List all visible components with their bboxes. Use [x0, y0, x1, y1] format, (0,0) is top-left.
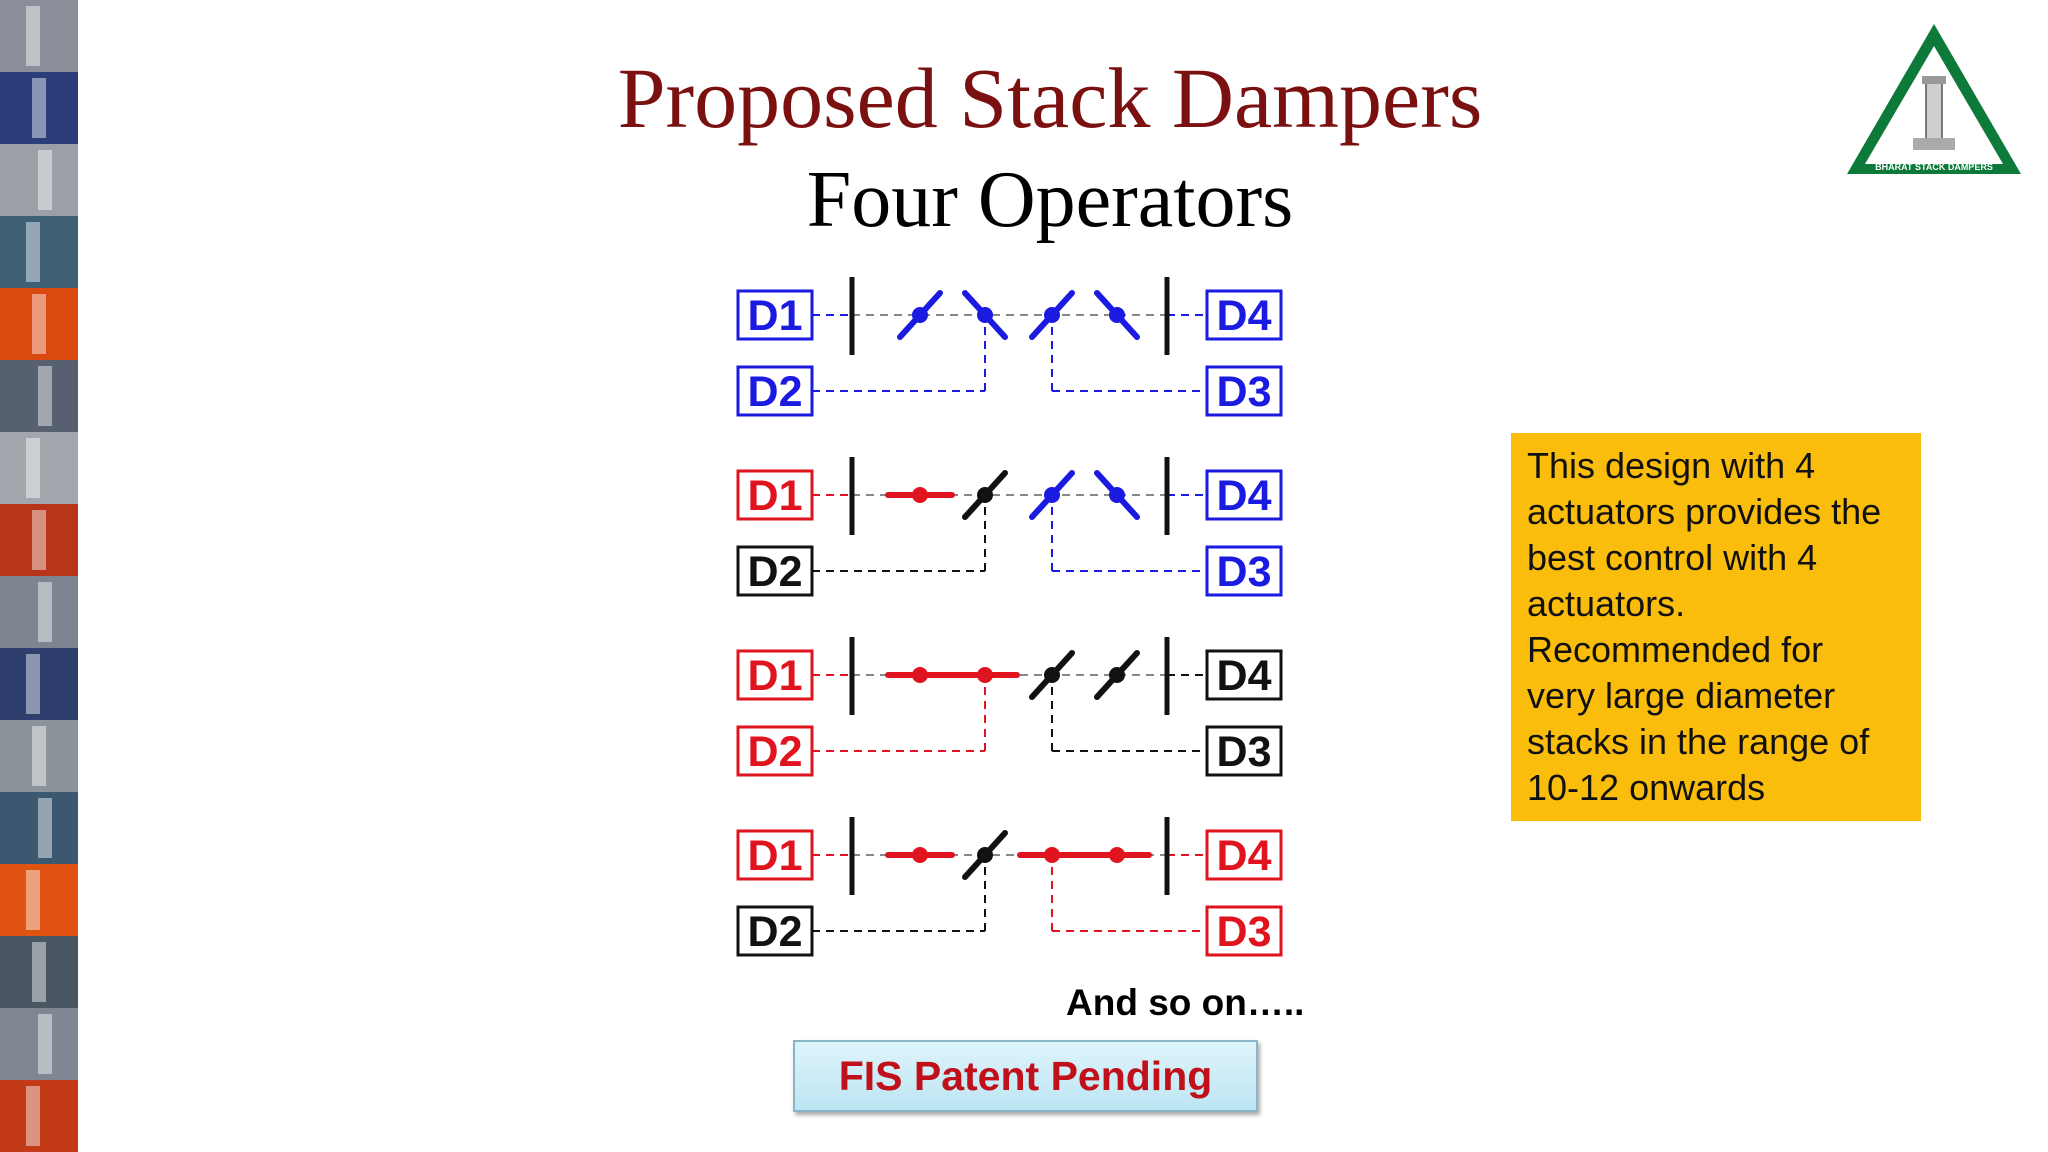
info-line: 10-12 onwards [1527, 767, 1766, 808]
label-d2: D2 [748, 728, 803, 776]
photo-tile-stack [32, 78, 46, 138]
photo-tile-stack [26, 870, 40, 930]
label-d3-box [1205, 365, 1283, 417]
slide-subtitle: Four Operators [806, 156, 1294, 244]
photo-tile [0, 360, 78, 432]
photo-tile [0, 0, 78, 72]
damper-pivot [1044, 667, 1060, 683]
photo-tile [0, 864, 78, 936]
photo-tile-stack [26, 6, 40, 66]
photo-tile-stack [32, 726, 46, 786]
damper-pivot [977, 487, 993, 503]
slide-title: Proposed Stack Dampers [617, 50, 1483, 146]
info-line: Recommended for [1527, 629, 1824, 670]
label-d3: D3 [1217, 368, 1272, 416]
photo-tile [0, 288, 78, 360]
label-d4-box [1205, 649, 1283, 701]
photo-tile [0, 648, 78, 720]
label-d1: D1 [748, 832, 803, 880]
photo-tile [0, 504, 78, 576]
logo-stack-base-icon [1913, 138, 1955, 150]
photo-tile-stack [32, 294, 46, 354]
damper-pivot [912, 667, 928, 683]
photo-tile [0, 720, 78, 792]
info-line: stacks in the range of [1527, 721, 1870, 762]
label-d2-box [736, 365, 814, 417]
info-line: actuators provides the [1527, 491, 1882, 532]
label-d2-box [736, 725, 814, 777]
damper-pivot [912, 847, 928, 863]
photo-tile-stack [26, 222, 40, 282]
photo-tile-stack [26, 654, 40, 714]
photo-tile [0, 1008, 78, 1080]
photo-tile [0, 1080, 78, 1152]
label-d2-box [736, 905, 814, 957]
photo-tile [0, 216, 78, 288]
photo-tile [0, 936, 78, 1008]
label-d3-box [1205, 725, 1283, 777]
damper-pivot [977, 847, 993, 863]
label-d1: D1 [748, 472, 803, 520]
damper-pivot [1109, 487, 1125, 503]
label-d2-box [736, 545, 814, 597]
photo-tile [0, 792, 78, 864]
photo-tile-stack [38, 582, 52, 642]
damper-pivot [1109, 667, 1125, 683]
label-d4-box [1205, 829, 1283, 881]
photo-tile-stack [38, 798, 52, 858]
photo-tile-stack [26, 438, 40, 498]
label-d4-box [1205, 469, 1283, 521]
company-logo: BHARAT STACK DAMPERS [1847, 24, 2021, 174]
label-d4-box [1205, 289, 1283, 341]
label-d2: D2 [748, 368, 803, 416]
photo-tile [0, 576, 78, 648]
damper-pivot [912, 487, 928, 503]
label-d1-box [736, 469, 814, 521]
info-line: actuators. [1527, 583, 1686, 624]
label-d1: D1 [748, 292, 803, 340]
label-d4: D4 [1217, 292, 1272, 340]
label-d1-box [736, 649, 814, 701]
logo-stack-top-icon [1922, 76, 1946, 84]
damper-pivot [1044, 847, 1060, 863]
label-d3: D3 [1217, 908, 1272, 956]
photo-tile-stack [32, 510, 46, 570]
damper-pivot [1044, 487, 1060, 503]
damper-pivot [977, 667, 993, 683]
label-d4: D4 [1217, 832, 1272, 880]
label-d3: D3 [1217, 728, 1272, 776]
label-d2: D2 [748, 908, 803, 956]
photo-tile [0, 144, 78, 216]
label-d1-box [736, 289, 814, 341]
photo-tile-stack [38, 1014, 52, 1074]
label-d1-box [736, 829, 814, 881]
label-d4: D4 [1217, 472, 1272, 520]
damper-pivot [1109, 307, 1125, 323]
label-d4: D4 [1217, 652, 1272, 700]
svg-text:BHARAT STACK DAMPERS: BHARAT STACK DAMPERS [1875, 162, 1993, 172]
info-line: best control with 4 [1527, 537, 1818, 578]
damper-pivot [1044, 307, 1060, 323]
photo-tile-stack [38, 366, 52, 426]
label-d1: D1 [748, 652, 803, 700]
label-d3: D3 [1217, 548, 1272, 596]
photo-tile-stack [38, 150, 52, 210]
photo-tile-stack [26, 1086, 40, 1146]
damper-pivot [1109, 847, 1125, 863]
photo-tile-stack [32, 942, 46, 1002]
info-line: This design with 4 [1527, 445, 1816, 486]
info-callout: This design with 4 actuators provides the… [1511, 433, 1921, 821]
damper-pivot [977, 307, 993, 323]
patent-pending-badge: FIS Patent Pending [793, 1040, 1258, 1112]
side-photo-strip [0, 0, 78, 1152]
and-so-on-note: And so on….. [1066, 982, 1305, 1023]
label-d2: D2 [748, 548, 803, 596]
damper-pivot [912, 307, 928, 323]
info-line: very large diameter [1527, 675, 1836, 716]
photo-tile [0, 432, 78, 504]
photo-tile [0, 72, 78, 144]
